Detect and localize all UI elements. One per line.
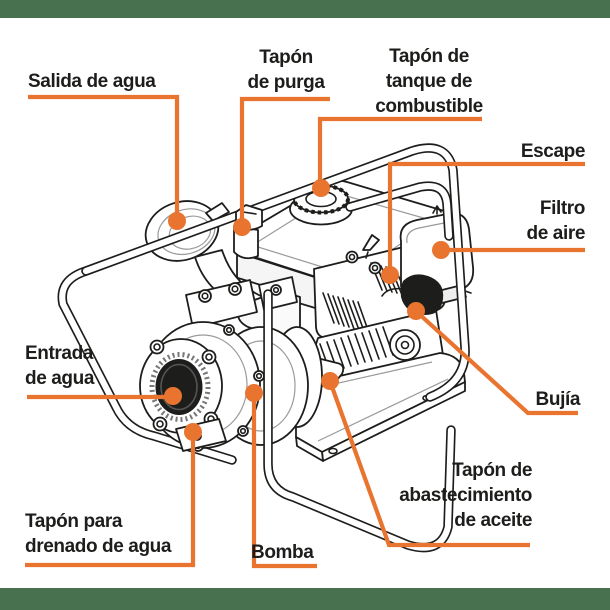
- label-escape: Escape: [520, 141, 586, 162]
- top-green-band: [0, 0, 610, 18]
- frame-left-hoop: [57, 266, 237, 465]
- leader-tapon-drenado: [25, 435, 196, 568]
- callout-dot-bomba: [245, 384, 263, 402]
- wing-screw: [432, 205, 442, 215]
- cooling-fins: [319, 326, 394, 373]
- label-tapon-de-tanque-de-combustible: Tapón de tanque de combustible: [375, 46, 483, 117]
- callout-dot-entrada-de-agua: [164, 387, 182, 405]
- callout-dot-escape: [381, 266, 399, 284]
- choke-lever: [362, 234, 380, 251]
- label-salida-de-agua: Salida de agua: [28, 71, 156, 92]
- callout-dot-tapon-de-purga: [233, 218, 251, 236]
- label-entrada-de-agua: Entrada de agua: [25, 343, 94, 389]
- label-tapon-de-abastecimiento-de-aceite: Tapón de abastecimiento de aceite: [399, 460, 532, 531]
- inlet-opening: [155, 359, 203, 415]
- leader-tapon-de-purga: [239, 96, 330, 225]
- leader-tapon-combustible: [317, 116, 482, 186]
- label-bujia: Bujía: [535, 389, 581, 410]
- leader-bomba: [251, 396, 317, 569]
- callout-dot-tapon-drenado: [184, 423, 202, 441]
- callout-dot-salida-de-agua: [168, 212, 186, 230]
- callout-dot-tapon-combustible: [312, 179, 330, 197]
- leader-salida-de-agua: [28, 94, 180, 219]
- leader-escape: [387, 161, 585, 273]
- callout-dot-filtro-de-aire: [432, 241, 450, 259]
- label-tapon-de-purga: Tapón de purga: [247, 47, 325, 93]
- frame-handle-rail: [81, 143, 470, 402]
- label-tapon-para-drenado-de-agua: Tapón para drenado de agua: [25, 511, 172, 557]
- leader-bujia: [416, 311, 578, 416]
- frame-front-hoop: [263, 289, 456, 553]
- leader-tapon-aceite: [329, 383, 530, 548]
- callout-leaders: [25, 94, 585, 569]
- label-filtro-de-aire: Filtro de aire: [526, 198, 586, 244]
- callout-dot-bujia: [407, 302, 425, 320]
- callout-dot-tapon-aceite: [321, 372, 339, 390]
- label-bomba: Bomba: [251, 542, 314, 563]
- bottom-green-band: [0, 588, 610, 610]
- frame-back-rail: [345, 181, 454, 241]
- starter-grip: [389, 329, 421, 361]
